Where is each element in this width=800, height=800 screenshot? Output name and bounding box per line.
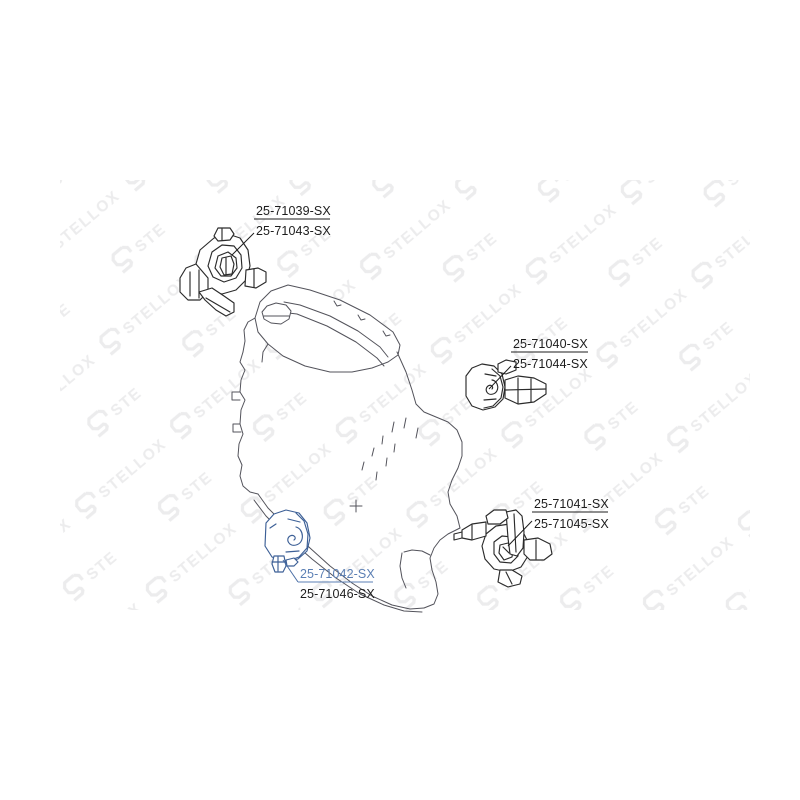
part-code-primary: 25-71040-SX [513,337,588,351]
engine-mount-front-lower [264,509,311,573]
callout-bottom-left: 25-71042-SX 25-71046-SX [282,559,375,601]
part-code-secondary: 25-71045-SX [534,517,609,531]
leader-line [488,365,512,390]
part-code-secondary: 25-71043-SX [256,224,331,238]
part-code-primary: 25-71039-SX [256,204,331,218]
engine-and-transmission-assembly [231,284,463,613]
callout-top-left: 25-71039-SX 25-71043-SX [231,204,331,256]
callout-right-upper: 25-71040-SX 25-71044-SX [488,337,588,390]
transmission-mount-rear [453,509,553,588]
engine-mount-upper-left [179,227,267,317]
leader-line-highlighted [282,559,299,583]
leader-line [507,520,533,547]
engine-mount-right [465,359,547,411]
part-code-primary: 25-71041-SX [534,497,609,511]
watermark-layer [60,180,750,610]
part-code-primary-highlighted: 25-71042-SX [300,567,375,581]
part-code-secondary: 25-71046-SX [300,587,375,601]
callout-right-lower: 25-71041-SX 25-71045-SX [507,497,609,547]
part-code-secondary: 25-71044-SX [513,357,588,371]
leader-line [231,232,255,256]
